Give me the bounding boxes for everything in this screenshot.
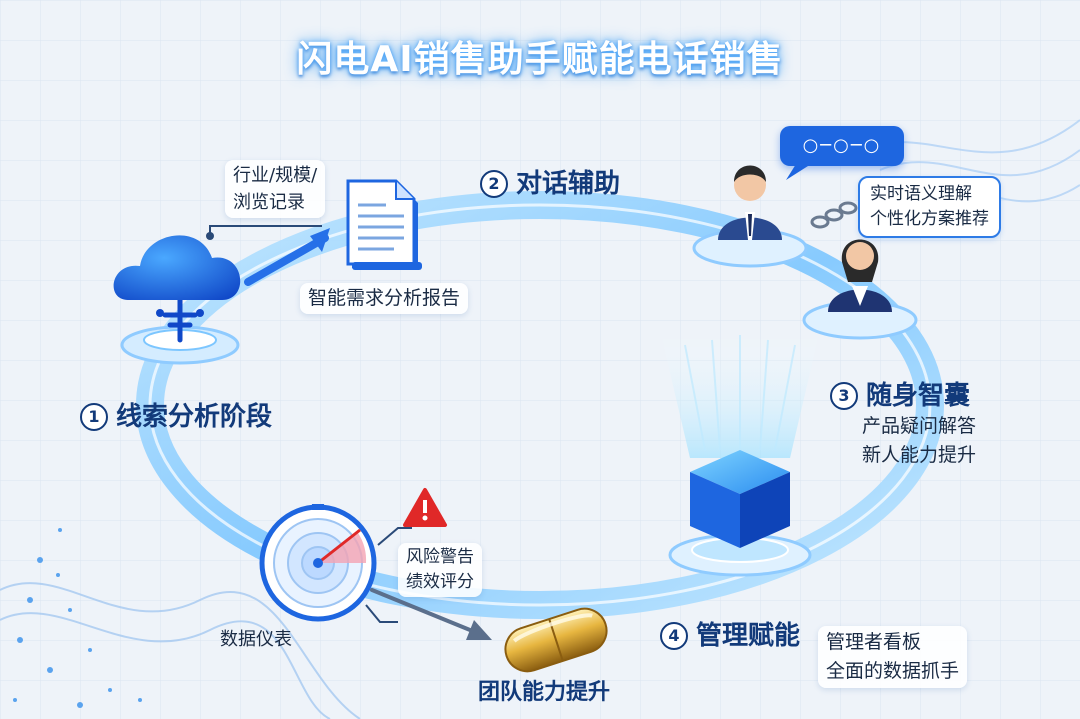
cube-icon <box>660 330 820 577</box>
cloud-icon <box>113 235 241 365</box>
stage-2-number: 2 <box>480 170 508 198</box>
team-label: 团队能力提升 <box>478 680 611 705</box>
stage-1-label: 1 线索分析阶段 <box>80 396 272 433</box>
stage-4-notes: 管理者看板 全面的数据抓手 <box>818 626 968 688</box>
dashboard-connector <box>365 604 398 623</box>
team-arrow <box>370 588 472 632</box>
stage-4-label: 4 管理赋能 <box>660 615 800 652</box>
source-note: 行业/规模/ 浏览记录 <box>225 160 326 218</box>
stage-4-text: 管理赋能 <box>696 621 801 651</box>
source-note-line-1: 行业/规模/ <box>233 165 318 186</box>
document-icon <box>346 179 422 270</box>
saleswoman-icon <box>802 239 918 340</box>
stage-1-number: 1 <box>80 403 108 431</box>
stage-3-text: 随身智囊 <box>866 381 971 411</box>
stage-3-note-1: 产品疑问解答 <box>862 415 977 437</box>
dashboard-label: 数据仪表 <box>220 629 292 650</box>
stage-2-text: 对话辅助 <box>516 169 621 199</box>
chat-bubble-icon <box>786 164 808 180</box>
stage-3-number: 3 <box>830 382 858 410</box>
chain-icon <box>810 201 858 229</box>
risk-notes: 风险警告 绩效评分 <box>398 543 482 597</box>
report-arrow-head <box>310 228 330 252</box>
source-note-dot <box>206 232 214 240</box>
stage-4-number: 4 <box>660 622 688 650</box>
capsule-icon <box>504 607 608 673</box>
team-arrow-head <box>466 620 492 640</box>
stage-3-label: 3 随身智囊 <box>830 375 970 412</box>
warning-icon <box>403 488 447 527</box>
decorative-wave-bottom-left <box>0 582 361 719</box>
decorative-dots-bottom-left <box>13 528 142 708</box>
salesman-icon <box>692 165 808 268</box>
stage-1-text: 线索分析阶段 <box>116 402 273 432</box>
stage-2-label: 2 对话辅助 <box>480 163 620 200</box>
chat-bubble: 实时语义理解 个性化方案推荐 <box>858 176 1001 238</box>
stage-4-note-1: 管理者看板 <box>826 631 922 653</box>
risk-connector <box>377 527 412 546</box>
stage-3-note-2: 新人能力提升 <box>862 444 977 466</box>
report-label: 智能需求分析报告 <box>300 283 469 314</box>
chat-bubble-line-1: 实时语义理解 <box>870 184 972 204</box>
source-note-line-2: 浏览记录 <box>233 192 305 213</box>
chat-bubble-line-2: 个性化方案推荐 <box>870 209 989 229</box>
stage-3-notes: 产品疑问解答 新人能力提升 <box>862 412 976 470</box>
risk-note-2: 绩效评分 <box>406 572 474 592</box>
chain-chip: ○─○─○ <box>780 126 904 166</box>
workflow-ring-highlight <box>148 203 932 607</box>
diagram-title: 闪电AI销售助手赋能电话销售 <box>296 39 784 80</box>
radar-gauge-icon <box>259 504 377 622</box>
risk-note-1: 风险警告 <box>406 547 474 567</box>
stage-4-note-2: 全面的数据抓手 <box>826 660 960 682</box>
report-arrow <box>244 234 329 286</box>
